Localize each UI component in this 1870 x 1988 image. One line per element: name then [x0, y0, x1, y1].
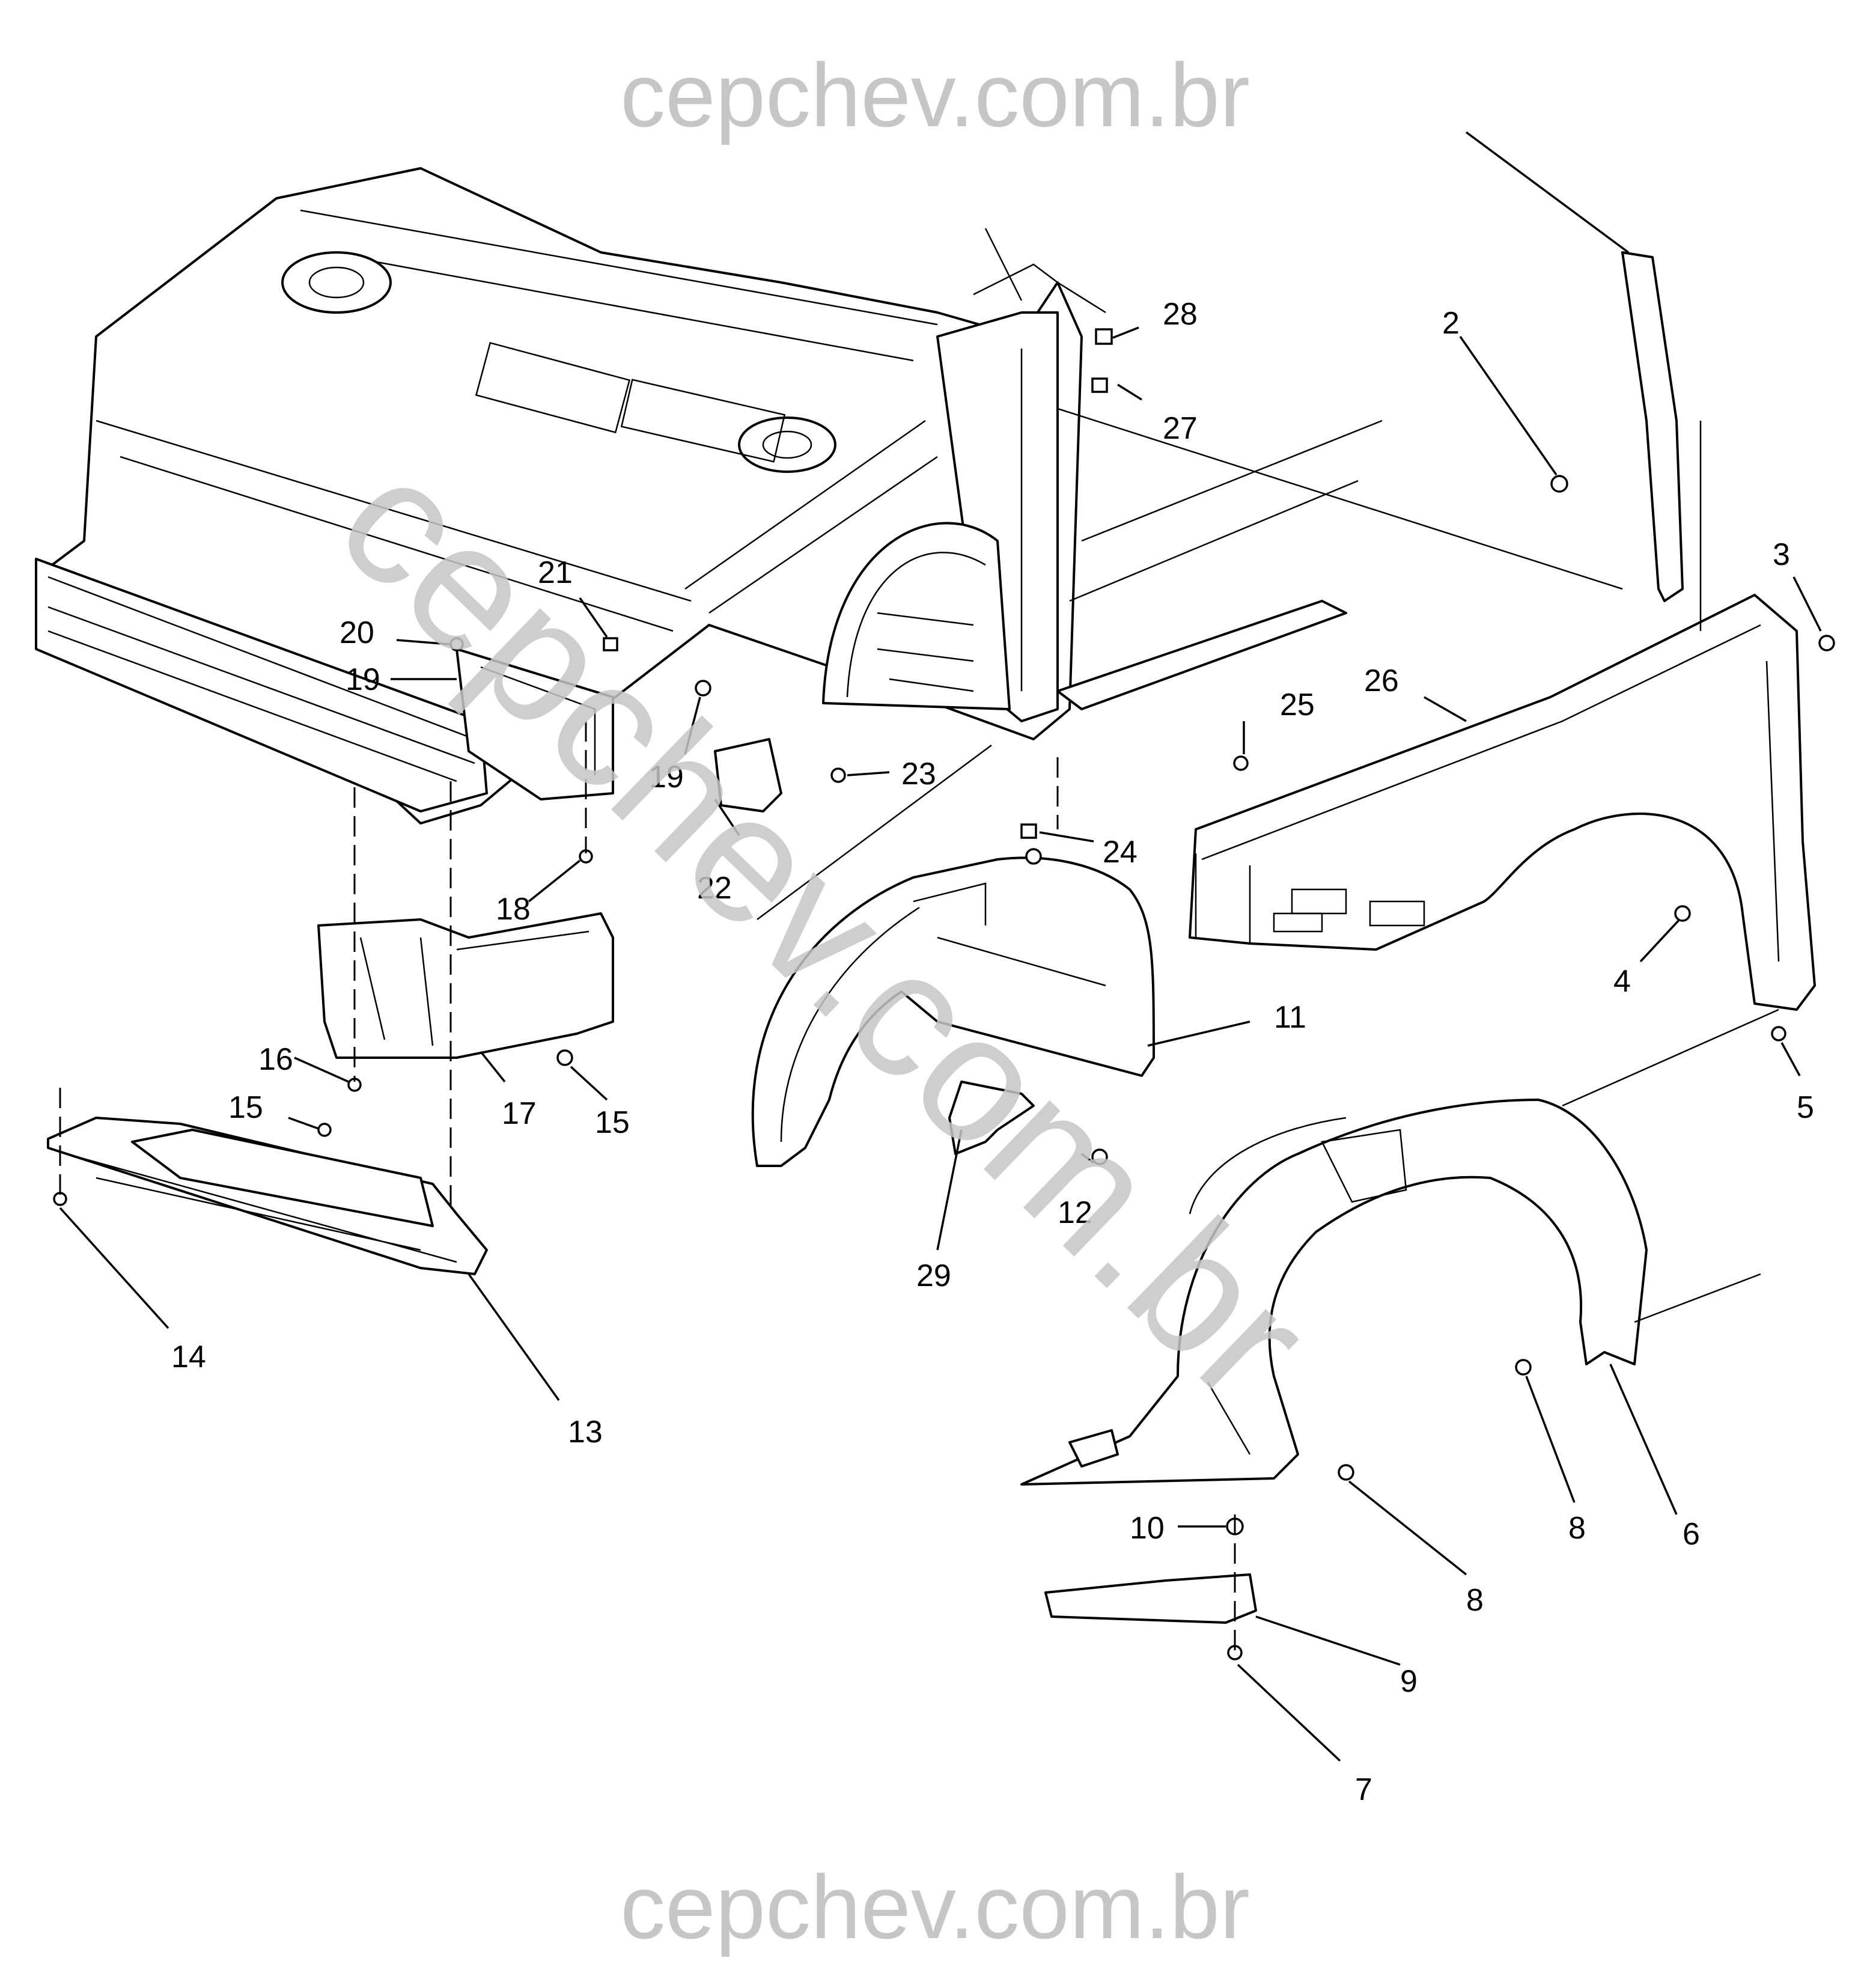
callout-12: 12 [1058, 1195, 1092, 1230]
callout-27: 27 [1163, 411, 1198, 446]
part-15-fastener-b [317, 1123, 332, 1137]
part-26-front-fender [1189, 594, 1835, 1041]
callout-19-right: 19 [649, 760, 684, 794]
callout-17: 17 [502, 1096, 537, 1131]
callout-labels: 2 3 4 5 6 7 8 8 9 10 11 12 13 14 15 15 1… [171, 297, 1814, 1807]
callout-23: 23 [901, 757, 936, 791]
callout-22: 22 [697, 871, 732, 906]
part-15-fastener-a [556, 1049, 573, 1066]
part-20-fastener [449, 637, 464, 651]
part-17-air-deflector-bracket [317, 912, 614, 1059]
callout-7: 7 [1355, 1772, 1372, 1807]
callout-8-lower: 8 [1466, 1583, 1484, 1618]
callout-21: 21 [538, 555, 573, 590]
callout-15-right: 15 [595, 1105, 630, 1140]
part-28-nut [1095, 328, 1113, 345]
part-2-push-pin [1550, 475, 1568, 493]
callout-20: 20 [340, 615, 374, 650]
callout-15-left: 15 [228, 1090, 263, 1125]
assembly-lines [59, 407, 1779, 1653]
callout-4: 4 [1613, 964, 1631, 999]
callout-8-upper: 8 [1568, 1511, 1586, 1546]
callout-25: 25 [1280, 688, 1315, 722]
callout-26: 26 [1364, 663, 1399, 698]
part-12-fastener [1091, 1148, 1108, 1165]
part-19-fastener [695, 680, 711, 697]
part-2-fender-seal [1621, 251, 1684, 602]
callout-11: 11 [1274, 1000, 1306, 1035]
callout-14: 14 [171, 1340, 206, 1374]
part-27-nut [1091, 377, 1108, 393]
part-6-wheelhouse-liner-front [1020, 1099, 1648, 1486]
part-23-fastener [830, 767, 846, 783]
part-29-splash-shield [948, 1081, 1035, 1155]
callout-29: 29 [916, 1258, 951, 1293]
callout-10: 10 [1130, 1511, 1165, 1546]
watermark-top: cepchev.com.br [620, 44, 1250, 145]
part-9-liner-extension [1044, 1573, 1257, 1624]
part-25-fastener [1233, 755, 1249, 771]
callout-2: 2 [1442, 306, 1460, 341]
body-frame [35, 167, 1383, 825]
part-22-bracket [714, 738, 782, 813]
part-21-clip [603, 637, 618, 651]
callout-5: 5 [1797, 1090, 1814, 1125]
leader-lines [59, 131, 1822, 1762]
part-24-clip [1020, 823, 1037, 839]
part-13-front-air-deflector [47, 1117, 488, 1275]
callout-24: 24 [1103, 835, 1138, 870]
callout-19-left: 19 [346, 662, 380, 697]
callout-3: 3 [1773, 537, 1790, 572]
part-11-wheelhouse-liner [751, 848, 1155, 1167]
callout-28: 28 [1163, 297, 1198, 332]
callout-13: 13 [568, 1415, 603, 1450]
watermark-bottom: cepchev.com.br [620, 1856, 1250, 1957]
callout-6: 6 [1683, 1517, 1700, 1552]
callout-16: 16 [258, 1042, 293, 1077]
callout-18: 18 [496, 892, 531, 927]
callout-9: 9 [1400, 1664, 1418, 1699]
